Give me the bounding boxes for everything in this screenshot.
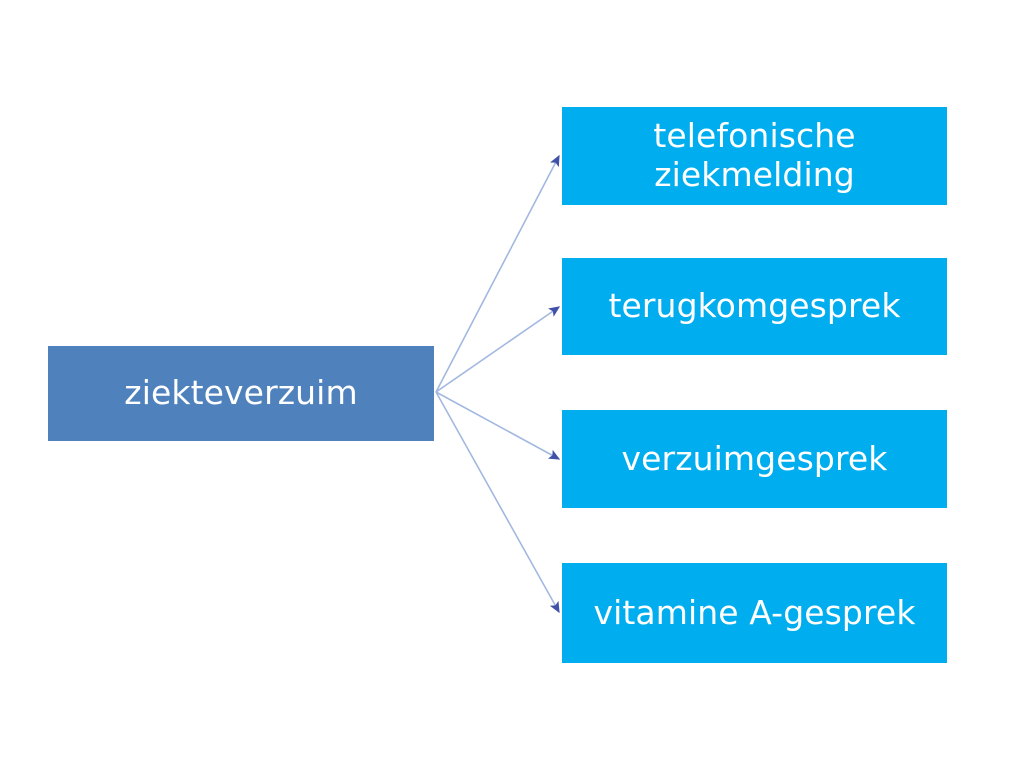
node-verzuimgesprek-label: verzuimgesprek	[621, 438, 888, 478]
node-terugkomgesprek-label: terugkomgesprek	[608, 286, 901, 326]
node-verzuimgesprek[interactable]: verzuimgesprek	[562, 410, 947, 508]
connector-arrow-2	[435, 391, 561, 460]
connector-arrow-1	[435, 306, 561, 393]
node-telefonische-ziekmelding[interactable]: telefonische ziekmelding	[562, 107, 947, 205]
connector-arrow-3	[435, 391, 560, 614]
node-telefonische-ziekmelding-label: telefonische ziekmelding	[653, 116, 856, 194]
node-ziekteverzuim-label: ziekteverzuim	[124, 373, 358, 413]
connector-arrow-0	[435, 154, 560, 393]
node-vitamine-a-gesprek[interactable]: vitamine A-gesprek	[562, 563, 947, 663]
node-terugkomgesprek[interactable]: terugkomgesprek	[562, 258, 947, 355]
node-ziekteverzuim[interactable]: ziekteverzuim	[48, 346, 434, 441]
node-vitamine-a-gesprek-label: vitamine A-gesprek	[593, 592, 916, 632]
